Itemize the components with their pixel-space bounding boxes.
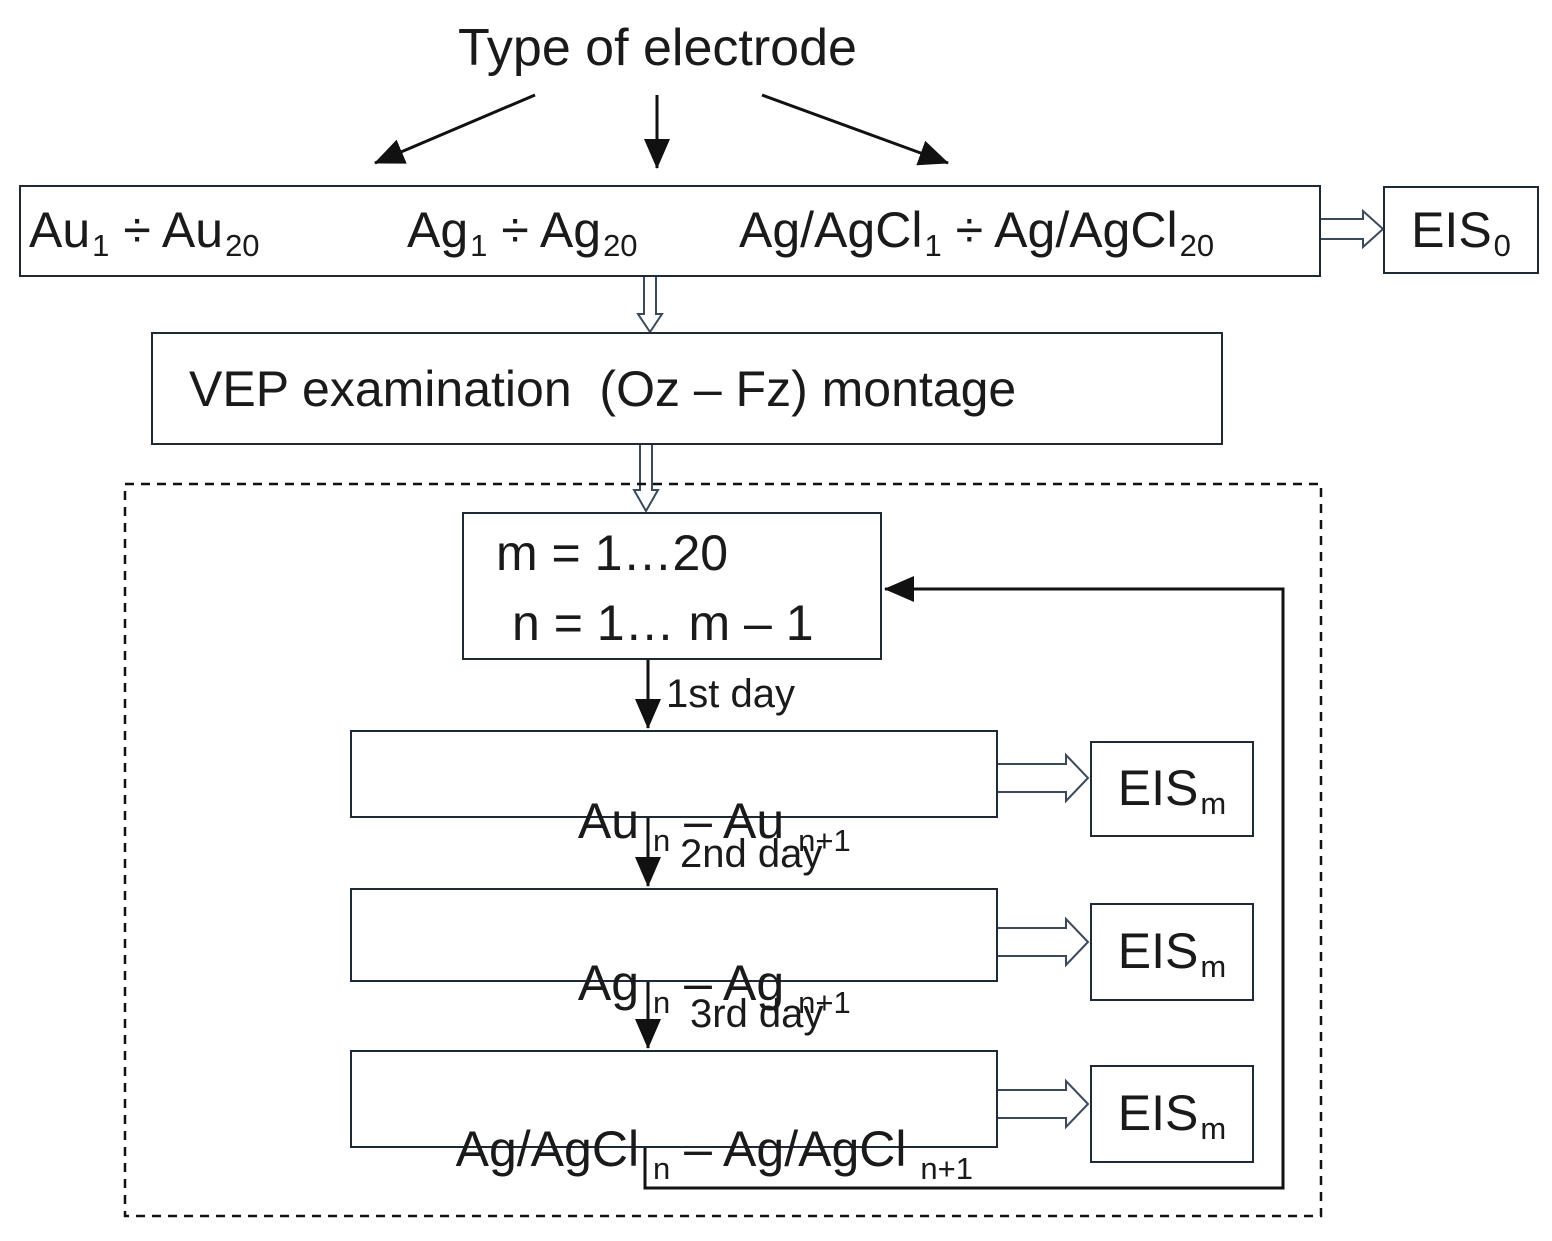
ag-range-label: Ag1 ÷ Ag20 <box>407 202 638 263</box>
eism-box-3: EISm <box>1090 1065 1254 1163</box>
eism-label-1: EISm <box>1117 760 1227 821</box>
arrow-to-au <box>374 93 536 165</box>
agcl-range-label: Ag/AgCl1 ÷ Ag/AgCl20 <box>739 202 1215 263</box>
electrode-types-box: Au1 ÷ Au20 Ag1 ÷ Ag20 Ag/AgCl1 ÷ Ag/AgCl… <box>19 185 1321 277</box>
day-label-3: 3rd day <box>690 992 824 1036</box>
hollow-arrow-to-vep <box>636 275 664 334</box>
pair-box-ag: Ag n – Ag n+1 <box>350 888 998 1018</box>
pair-label-au: Au n – Au n+1 <box>577 793 851 859</box>
hollow-arrow-eism-1 <box>995 752 1090 804</box>
eism-label-3: EISm <box>1117 1085 1227 1146</box>
loop-back-line <box>643 576 1285 1190</box>
eism-box-1: EISm <box>1090 741 1254 837</box>
eis0-label: EIS0 <box>1411 202 1511 263</box>
eism-box-2: EISm <box>1090 903 1254 1001</box>
pair-label-ag: Ag n – Ag n+1 <box>577 955 851 1021</box>
diagram-title: Type of electrode <box>458 19 857 77</box>
arrow-to-agcl <box>761 93 949 166</box>
day-label-2: 2nd day <box>680 832 823 876</box>
au-range-label: Au1 ÷ Au20 <box>29 202 260 263</box>
vep-examination-label: VEP examination (Oz – Fz) montage <box>189 361 1017 417</box>
hollow-arrow-eism-2 <box>995 916 1090 968</box>
pair-box-agcl: Ag/AgCl n – Ag/AgCl n+1 <box>350 1050 998 1184</box>
hollow-arrow-to-loop <box>632 443 660 514</box>
hollow-arrow-eism-3 <box>995 1078 1090 1130</box>
hollow-arrow-to-eis0 <box>1319 208 1385 250</box>
loop-frame <box>123 482 1323 1218</box>
eism-label-2: EISm <box>1117 923 1227 984</box>
day-label-1: 1st day <box>666 672 795 716</box>
pair-label-agcl: Ag/AgCl n – Ag/AgCl n+1 <box>455 1121 973 1187</box>
loop-index-m: m = 1…20 <box>496 525 729 581</box>
eis0-box: EIS0 <box>1383 186 1539 274</box>
pair-box-au: Au n – Au n+1 <box>350 730 998 856</box>
vep-examination-box: VEP examination (Oz – Fz) montage <box>151 332 1223 445</box>
loop-index-n: n = 1… m – 1 <box>512 595 814 651</box>
loop-index-box: m = 1…20 n = 1… m – 1 <box>462 512 882 660</box>
